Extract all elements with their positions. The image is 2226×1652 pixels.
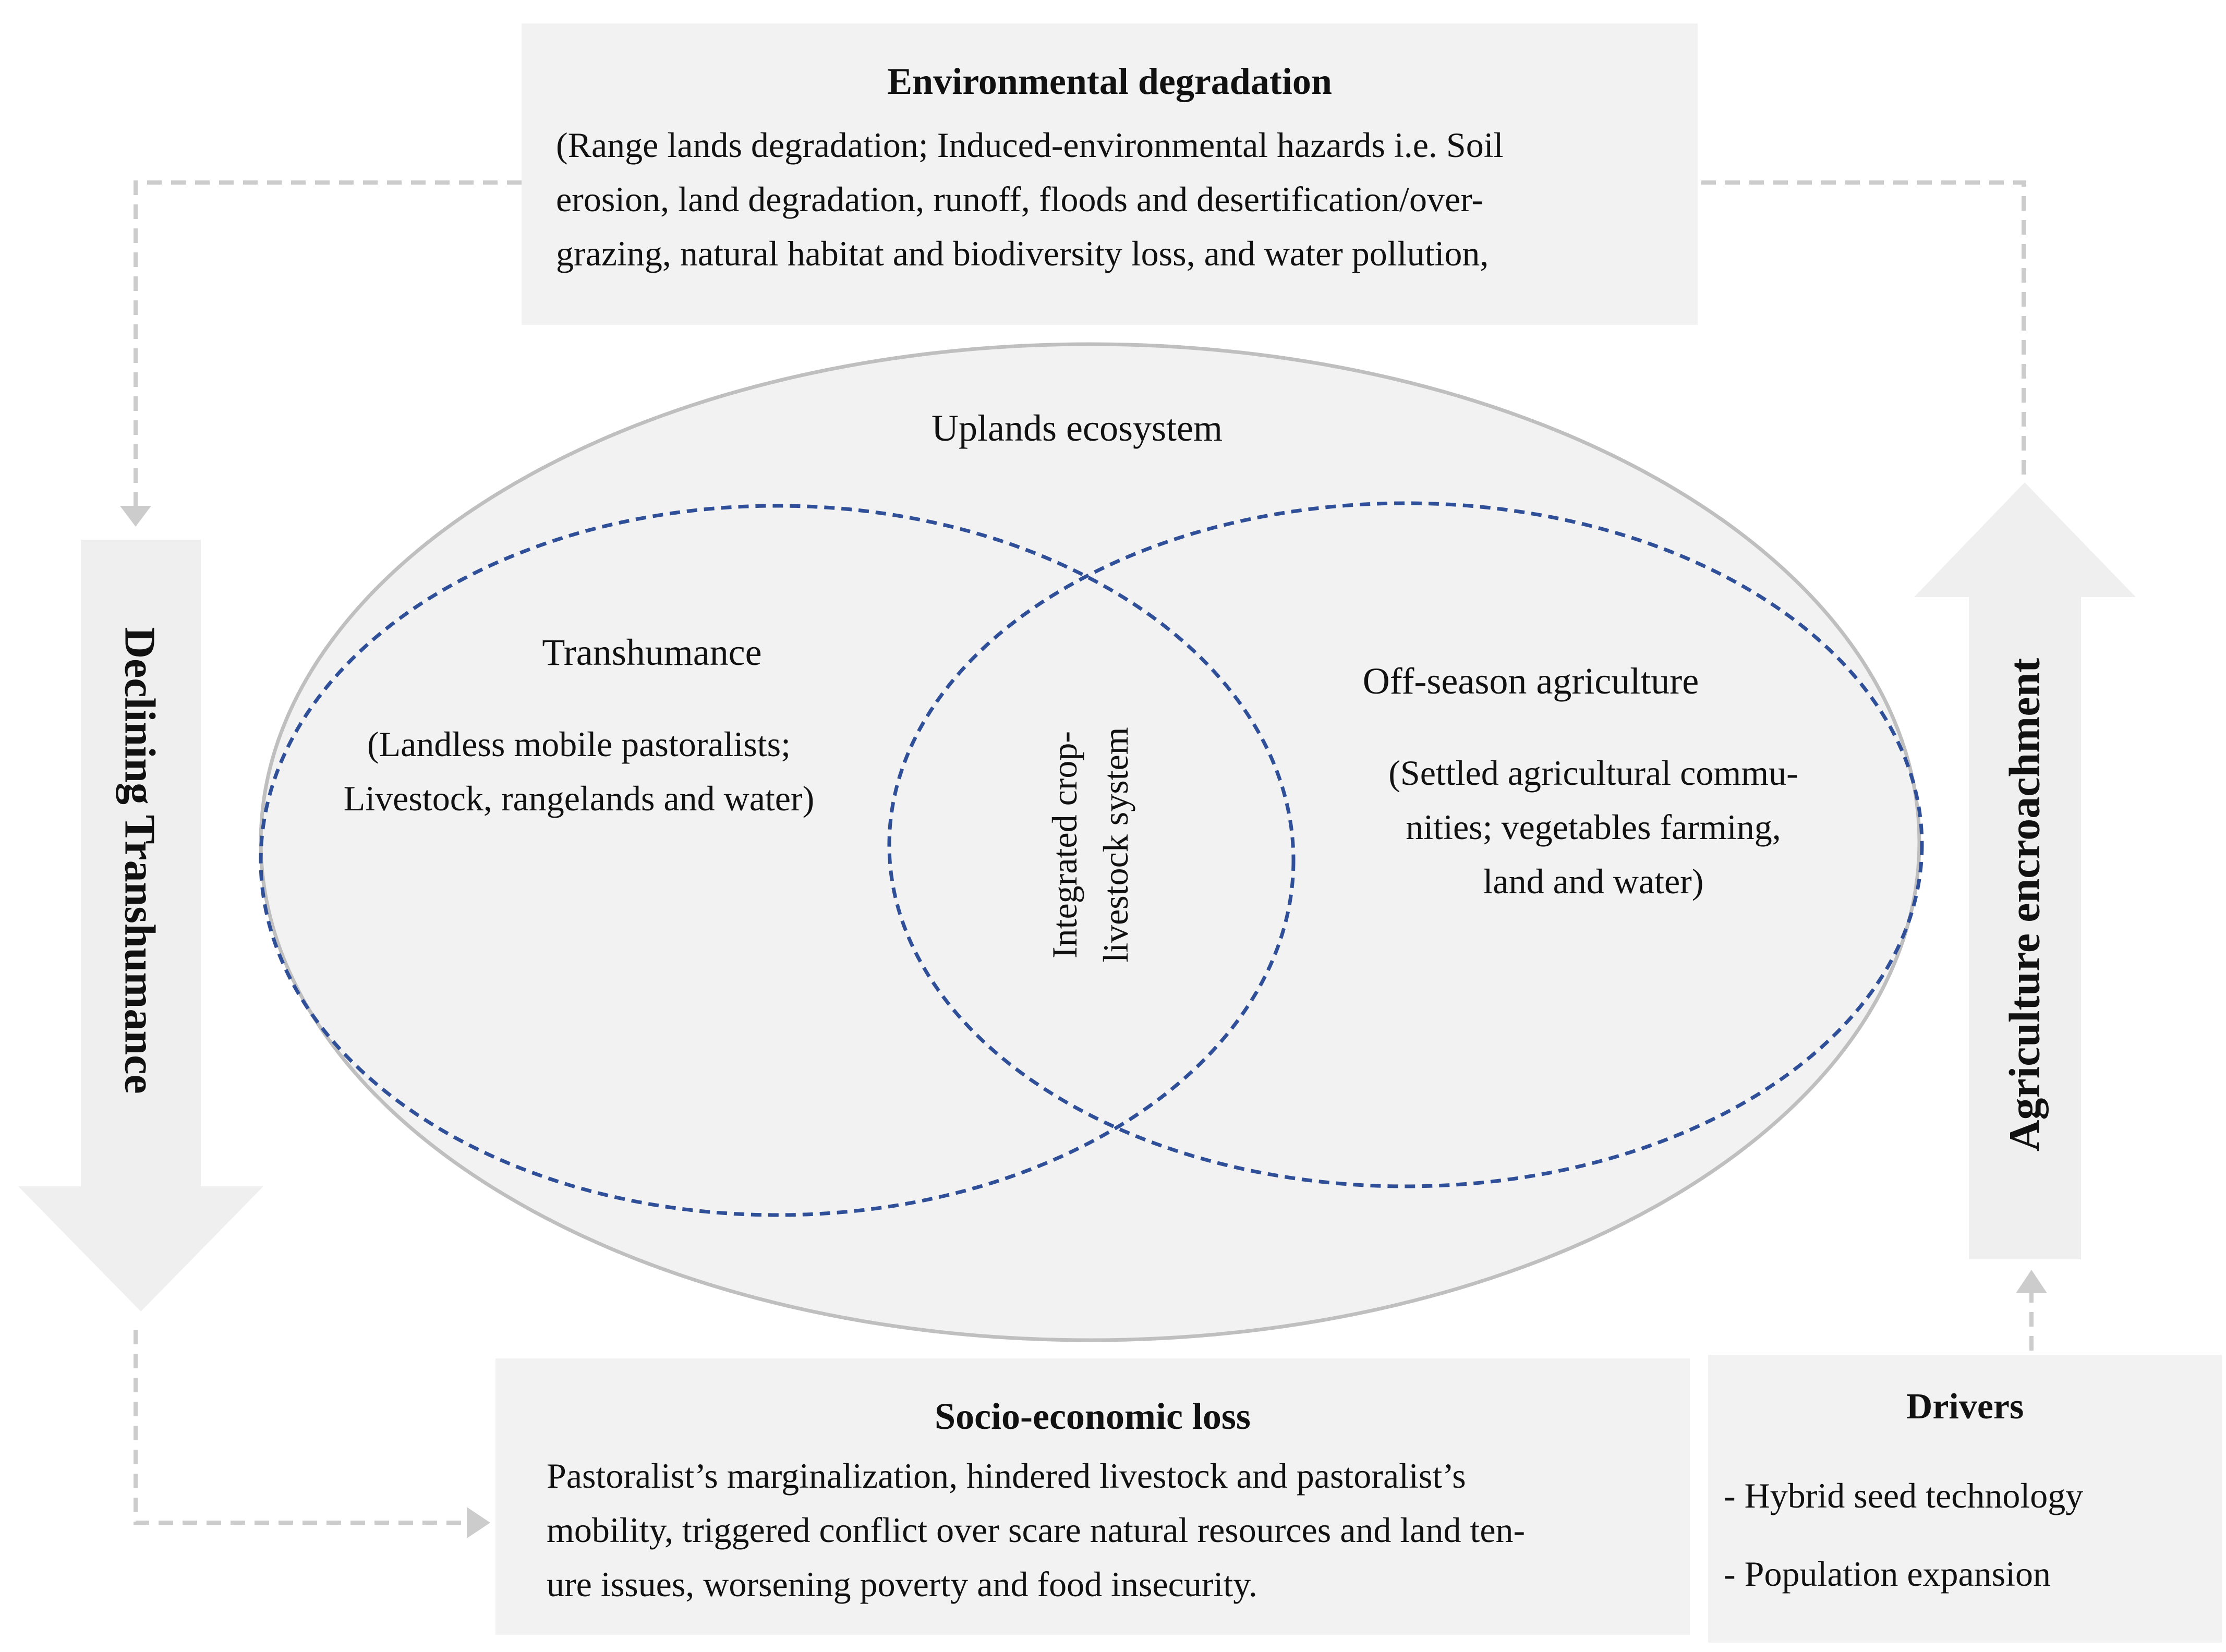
socio-economic-loss-title: Socio-economic loss	[935, 1395, 1251, 1437]
transhumance-line: Livestock, rangelands and water)	[343, 779, 815, 818]
drivers-item: - Hybrid seed technology	[1724, 1476, 2084, 1515]
transhumance-line: (Landless mobile pastoralists;	[367, 724, 791, 764]
declining-transhumance-label: Declining Transhumance	[115, 627, 164, 1094]
offseason-line: land and water)	[1483, 861, 1704, 901]
environmental-degradation-line: (Range lands degradation; Induced-enviro…	[556, 125, 1504, 165]
environmental-degradation-title: Environmental degradation	[887, 60, 1332, 102]
integrated-line: Integrated crop-	[1045, 731, 1084, 959]
drivers-box: Drivers - Hybrid seed technology - Popul…	[1708, 1355, 2222, 1643]
connector-right-to-env	[1698, 180, 2026, 475]
transhumance-title: Transhumance	[542, 631, 762, 673]
offseason-line: nities; vegetables farming,	[1406, 807, 1781, 847]
connector-env-to-left	[134, 180, 522, 508]
offseason-title: Off-season agriculture	[1362, 660, 1699, 702]
socio-economic-loss-line: Pastoralist’s marginalization, hindered …	[547, 1456, 1466, 1496]
uplands-ecosystem-label: Uplands ecosystem	[931, 407, 1223, 449]
connector-env-to-left-head	[120, 506, 151, 527]
environmental-degradation-text: (Range lands degradation; Induced-enviro…	[556, 118, 1698, 281]
drivers-item: - Population expansion	[1724, 1554, 2051, 1594]
transhumance-ellipse	[259, 504, 1296, 1217]
integrated-line: livestock system	[1096, 727, 1135, 963]
agriculture-encroachment-arrow	[1914, 482, 2136, 1259]
offseason-description: (Settled agricultural commu- nities; veg…	[1314, 746, 1872, 908]
environmental-degradation-line: erosion, land degradation, runoff, flood…	[556, 179, 1484, 219]
socio-economic-loss-box: Socio-economic loss Pastoralist’s margin…	[495, 1358, 1690, 1635]
integrated-system-label: Integrated crop- livestock system	[1039, 727, 1141, 962]
connector-drivers-to-right-head	[2016, 1270, 2047, 1293]
environmental-degradation-box: Environmental degradation (Range lands d…	[522, 23, 1698, 325]
drivers-title: Drivers	[1906, 1387, 2024, 1427]
transhumance-description: (Landless mobile pastoralists; Livestock…	[271, 717, 887, 825]
socio-economic-loss-text: Pastoralist’s marginalization, hindered …	[547, 1449, 1690, 1611]
socio-economic-loss-line: ure issues, worsening poverty and food i…	[547, 1564, 1257, 1604]
connector-left-to-socio	[134, 1330, 469, 1525]
drivers-list: - Hybrid seed technology - Population ex…	[1724, 1456, 2222, 1613]
offseason-line: (Settled agricultural commu-	[1388, 753, 1798, 793]
agriculture-encroachment-label: Agriculture encroachment	[2000, 658, 2049, 1152]
socio-economic-loss-line: mobility, triggered conflict over scare …	[547, 1510, 1526, 1550]
environmental-degradation-line: grazing, natural habitat and biodiversit…	[556, 234, 1489, 273]
connector-left-to-socio-head	[467, 1507, 490, 1538]
declining-transhumance-arrow	[18, 540, 263, 1311]
offseason-ellipse	[887, 501, 1924, 1188]
